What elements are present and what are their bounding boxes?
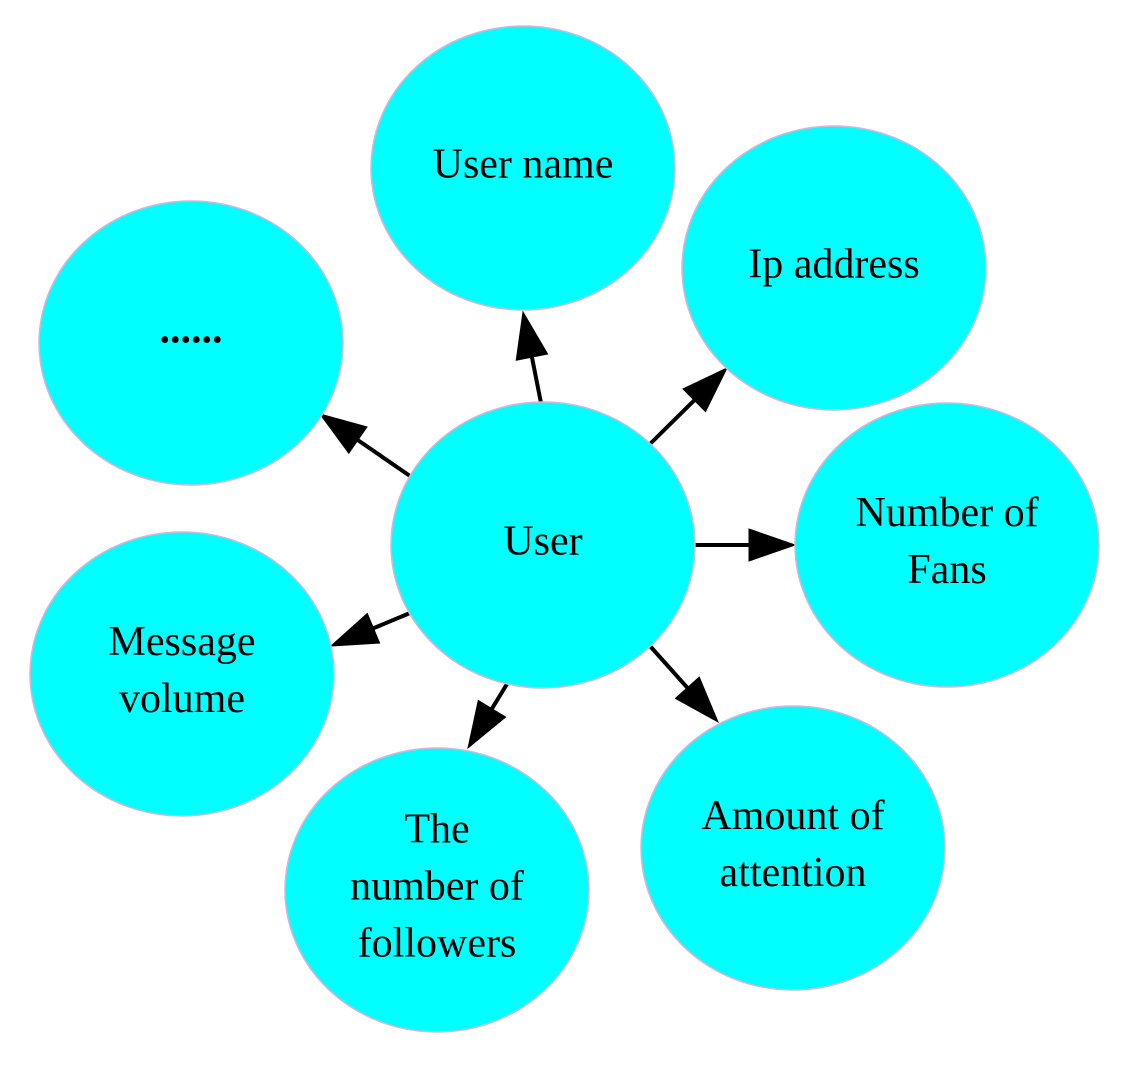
edge-line [372, 611, 411, 631]
node-label-line: Ip address [748, 242, 919, 288]
node-more: ...... [38, 200, 344, 486]
arrowhead [515, 310, 549, 361]
node-circle [284, 747, 590, 1033]
node-amount-of-attention: Amount of attention [640, 705, 946, 991]
arrowhead [329, 612, 381, 647]
edge-user-to-message-volume [329, 611, 411, 647]
node-label-line: number of [350, 864, 524, 910]
node-label-line: Number of [855, 490, 1038, 536]
node-label-line: volume [119, 676, 245, 722]
node-user-name: User name [370, 25, 676, 311]
edge-user-to-user-name [515, 310, 549, 404]
node-message-volume: Message volume [29, 531, 335, 817]
node-label-line: attention [720, 850, 867, 896]
arrowhead [674, 676, 720, 724]
node-number-of-followers: The number of followers [284, 747, 590, 1033]
node-label-line: User [503, 519, 582, 565]
node-label-line: User name [433, 142, 614, 188]
node-circle [794, 402, 1100, 688]
node-label-line: Message [109, 619, 256, 665]
node-label-line: followers [358, 921, 517, 967]
node-circle [390, 401, 696, 689]
node-ip-address: Ip address [681, 125, 987, 411]
node-label-line: Fans [907, 547, 986, 593]
arrowhead [467, 699, 507, 750]
node-label-line: The [404, 807, 469, 853]
edges-layer [318, 310, 797, 750]
node-circle [29, 531, 335, 817]
arrowhead [318, 413, 368, 455]
edge-user-to-number-of-followers [467, 682, 509, 750]
edge-line [648, 398, 696, 446]
edge-line [529, 356, 543, 404]
node-circle [640, 705, 946, 991]
node-circle [370, 25, 676, 311]
edge-user-to-more [318, 413, 412, 478]
node-label-line: Amount of [701, 793, 884, 839]
node-center: User [390, 401, 696, 689]
edge-user-to-amount-of-attention [648, 644, 720, 724]
node-label-line: ...... [160, 307, 223, 353]
arrowhead [682, 366, 729, 413]
node-circle [681, 125, 987, 411]
node-circle [38, 200, 344, 486]
edge-user-to-number-of-fans [694, 528, 797, 562]
edge-line [648, 644, 689, 690]
edge-line [356, 438, 412, 478]
node-number-of-fans: Number of Fans [794, 402, 1100, 688]
edge-user-to-ip-address [648, 366, 729, 446]
edge-line [490, 682, 509, 710]
arrowhead [748, 528, 797, 562]
